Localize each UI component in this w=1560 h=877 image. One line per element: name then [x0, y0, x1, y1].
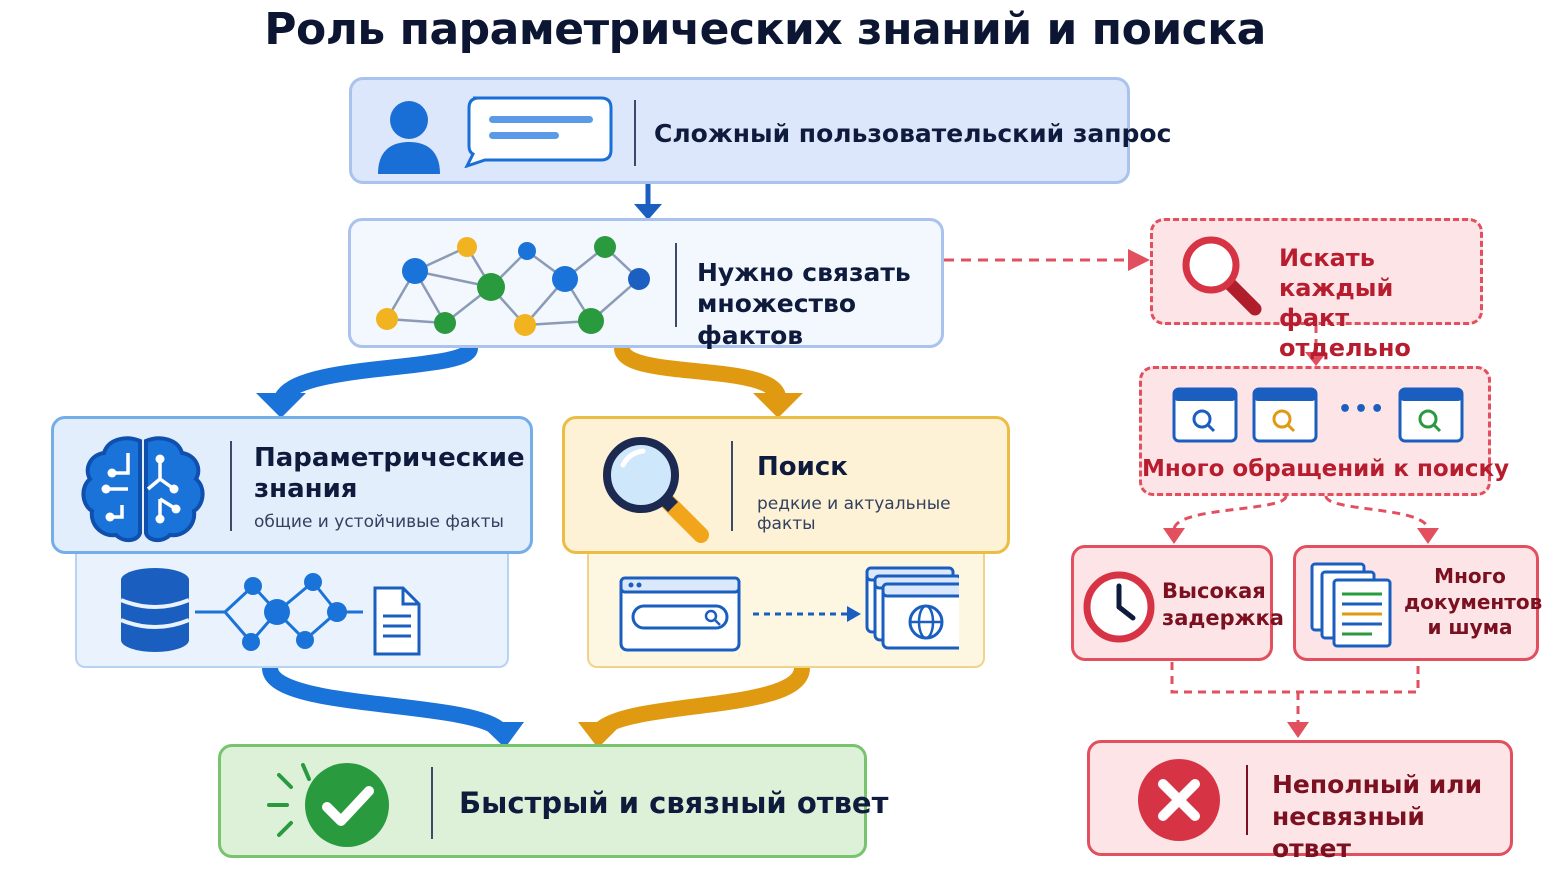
search-box: Поиск редкие и актуальные факты: [562, 416, 1010, 554]
connect-line-1: Нужно связать: [697, 258, 911, 287]
search-each-fact-box: Искать каждый факт отдельно: [1150, 218, 1483, 362]
answer-divider: [431, 767, 433, 839]
latency-line-2: задержка: [1162, 605, 1284, 630]
bad-answer-divider: [1246, 765, 1248, 835]
stacked-web-pages-icon: [865, 566, 959, 650]
connect-text: Нужно связать множество фактов: [697, 257, 941, 351]
high-latency-box: Высокая задержка: [1071, 545, 1284, 661]
incomplete-answer-box: Неполный или несвязный ответ: [1087, 740, 1513, 863]
connect-facts-box: Нужно связать множество фактов: [348, 218, 944, 351]
calls-to-noise-arrowhead: [1417, 528, 1439, 544]
red-magnifier-icon: [1182, 236, 1262, 316]
noise-line-1: Много: [1434, 564, 1506, 588]
merge-to-bad-answer-dashed: [1170, 662, 1420, 694]
brain-icon: [81, 436, 205, 542]
search-each-line-1: Искать каждый: [1279, 244, 1394, 302]
search-window-icon: [1172, 387, 1238, 443]
search-to-answer-arrowhead: [578, 722, 624, 748]
search-divider: [731, 441, 733, 531]
connect-divider: [675, 243, 677, 327]
bad-answer-line-1: Неполный или: [1272, 770, 1483, 799]
merge-down-arrowhead: [1287, 722, 1309, 738]
connect-to-parametric-arrowhead: [256, 393, 306, 418]
search-text: Поиск редкие и актуальные факты: [757, 451, 1007, 534]
answer-label: Быстрый и связный ответ: [459, 786, 889, 820]
search-each-to-calls-arrowhead: [1305, 352, 1327, 366]
fast-answer-box: Быстрый и связный ответ: [218, 744, 888, 858]
latency-text: Высокая задержка: [1162, 578, 1284, 632]
latency-line-1: Высокая: [1162, 579, 1266, 603]
magnifier-icon: [603, 437, 709, 543]
search-each-line-2: факт отдельно: [1279, 304, 1411, 362]
query-label: Сложный пользовательский запрос: [654, 119, 1172, 148]
connect-to-search-arrow: [614, 340, 786, 404]
checkmark-success-icon: [267, 763, 389, 847]
database-icon: [120, 568, 190, 652]
clock-icon: [1083, 571, 1155, 643]
noise-text: Много документов и шума: [1404, 564, 1543, 641]
parametric-divider: [230, 441, 232, 531]
ellipsis-dots: •••: [1338, 397, 1387, 422]
chat-bubble-icon: [464, 96, 613, 168]
parametric-title-line-1: Параметрические: [254, 443, 525, 473]
document-icon: [373, 586, 421, 656]
search-bar-browser-icon: [619, 576, 741, 652]
search-subtitle: редкие и актуальные факты: [757, 493, 951, 534]
calls-to-noise-dashed: [1324, 495, 1430, 531]
browser-search-results-icon: [619, 566, 959, 652]
search-title: Поиск: [757, 452, 848, 482]
query-box: Сложный пользовательский запрос: [349, 77, 1171, 184]
parametric-detail-panel: [75, 552, 509, 668]
query-to-connect-arrowhead: [634, 204, 662, 220]
parametric-to-answer-arrow: [262, 660, 508, 738]
parametric-text: Параметрические знания общие и устойчивы…: [254, 443, 525, 532]
calls-to-latency-arrowhead: [1163, 528, 1185, 544]
fact-network-icon: [376, 236, 650, 336]
search-window-icons: [1172, 387, 1464, 443]
query-divider: [634, 100, 636, 166]
search-window-icon: [1398, 387, 1464, 443]
connect-line-2: множество фактов: [697, 289, 857, 350]
noise-line-3: и шума: [1427, 615, 1513, 640]
parametric-subtitle: общие и устойчивые факты: [254, 512, 504, 533]
page-title: Роль параметрических знаний и поиска: [264, 4, 1266, 55]
search-each-text: Искать каждый факт отдельно: [1279, 243, 1480, 363]
bad-answer-line-2: несвязный ответ: [1272, 802, 1425, 863]
many-calls-label: Много обращений к поиску: [1142, 456, 1510, 482]
noise-line-2: документов: [1404, 589, 1543, 614]
error-x-icon: [1138, 759, 1220, 841]
many-calls-box: ••• Много обращений к поиску: [1139, 366, 1510, 496]
parametric-knowledge-box: Параметрические знания общие и устойчивы…: [51, 416, 533, 554]
database-graph-document-icon: [120, 568, 421, 656]
parametric-title-line-2: знания: [254, 473, 358, 504]
connect-to-search-arrowhead: [753, 393, 803, 418]
connect-to-parametric-arrow: [274, 340, 478, 406]
bad-answer-text: Неполный или несвязный ответ: [1272, 769, 1510, 865]
search-to-answer-arrow: [592, 660, 810, 738]
parametric-to-answer-arrowhead: [478, 722, 524, 748]
document-stack-icon: [1310, 562, 1392, 648]
search-window-icon: [1252, 387, 1318, 443]
connect-to-search-each-arrowhead: [1128, 249, 1150, 271]
documents-noise-box: Много документов и шума: [1293, 545, 1543, 661]
user-icon: [378, 101, 440, 174]
calls-to-latency-dashed: [1172, 495, 1288, 531]
search-detail-panel: [587, 552, 985, 668]
